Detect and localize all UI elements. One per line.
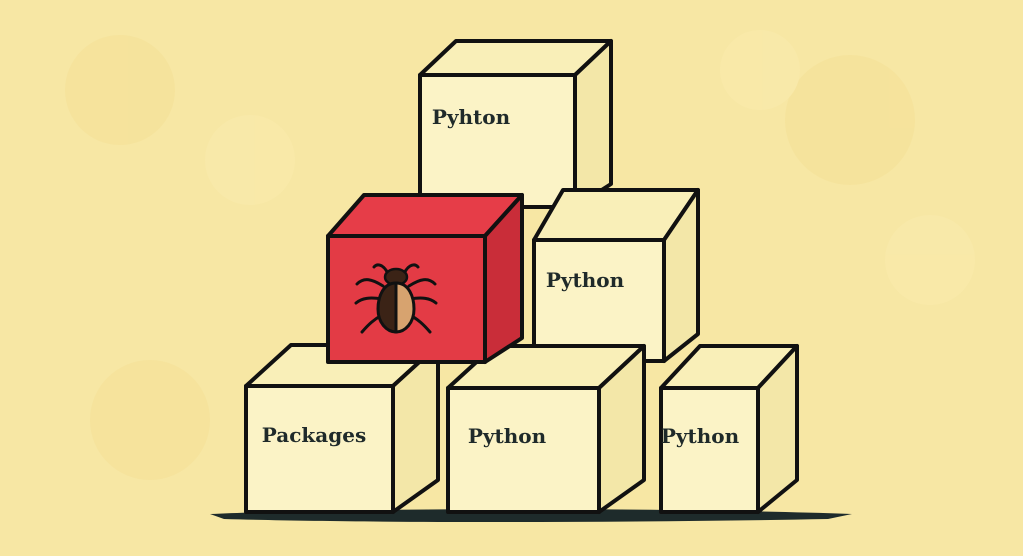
bug-body-right-half: [394, 281, 416, 334]
block-top-front-face: [418, 73, 577, 209]
block-top: Pyhton: [418, 39, 613, 209]
background-texture: [65, 30, 975, 480]
bug-body-left-half: [376, 281, 398, 334]
block-bottom-right: Python: [659, 344, 799, 514]
bug-leg-right-top: [407, 278, 437, 288]
block-bottom-middle-front-face: [446, 386, 601, 514]
bug-leg-left-top: [355, 278, 385, 288]
bug-icon: [354, 263, 438, 334]
block-middle-right: Python: [532, 188, 700, 363]
block-bottom-left: Packages: [244, 343, 440, 514]
block-bottom-middle: Python: [446, 344, 646, 514]
block-middle-right-label: Python: [546, 268, 625, 292]
block-bottom-right-label: Python: [661, 424, 740, 448]
block-bottom-right-front-face: [659, 386, 760, 514]
block-bottom-middle-label: Python: [468, 424, 547, 448]
block-bottom-left-front-face: [244, 384, 395, 514]
block-bottom-left-label: Packages: [262, 423, 366, 447]
block-middle-right-front-face: [532, 238, 666, 363]
block-middle-left-bug: [326, 193, 524, 364]
block-top-label: Pyhton: [432, 105, 511, 129]
